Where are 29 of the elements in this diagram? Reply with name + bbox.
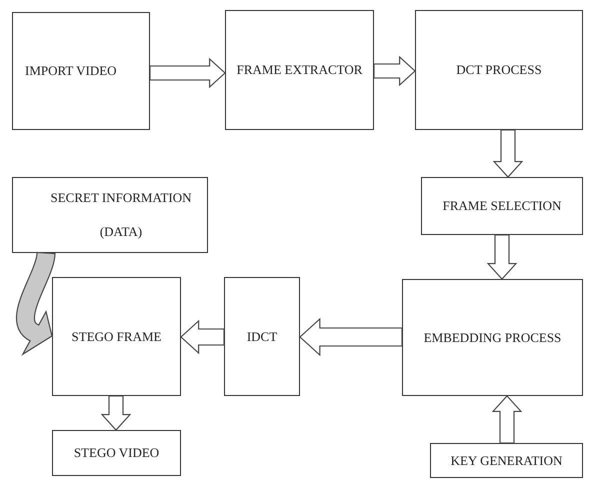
box-label: IDCT: [246, 328, 278, 344]
block-arrow: [149, 58, 226, 88]
process-box: [430, 443, 583, 478]
block-arrow: [373, 56, 416, 86]
process-box: [52, 277, 181, 396]
block-arrow: [492, 395, 522, 444]
box-label: DCT PROCESS: [456, 62, 542, 78]
box-label: FRAME SELECTION: [442, 198, 562, 214]
block-arrow: [492, 129, 524, 178]
process-box: [421, 177, 583, 235]
process-box: [402, 279, 583, 396]
block-arrow: [180, 320, 225, 354]
process-box: [224, 277, 300, 396]
process-box: [415, 10, 583, 130]
block-arrow: [100, 395, 132, 431]
block-arrow: [299, 318, 403, 356]
box-label: IMPORT VIDEO: [25, 63, 117, 79]
process-box: [12, 12, 150, 130]
block-arrow: [16, 252, 56, 356]
box-label: STEGO FRAME: [72, 328, 162, 344]
block-arrow: [486, 234, 518, 280]
process-box: [225, 10, 374, 130]
box-label: FRAME EXTRACTOR: [236, 62, 362, 78]
process-box: [12, 177, 208, 253]
box-label: STEGO VIDEO: [74, 445, 160, 461]
box-label: EMBEDDING PROCESS: [424, 330, 562, 346]
process-box: [52, 430, 181, 476]
box-label: KEY GENERATION: [450, 452, 562, 468]
box-label: SECRET INFORMATION (DATA): [50, 189, 192, 241]
